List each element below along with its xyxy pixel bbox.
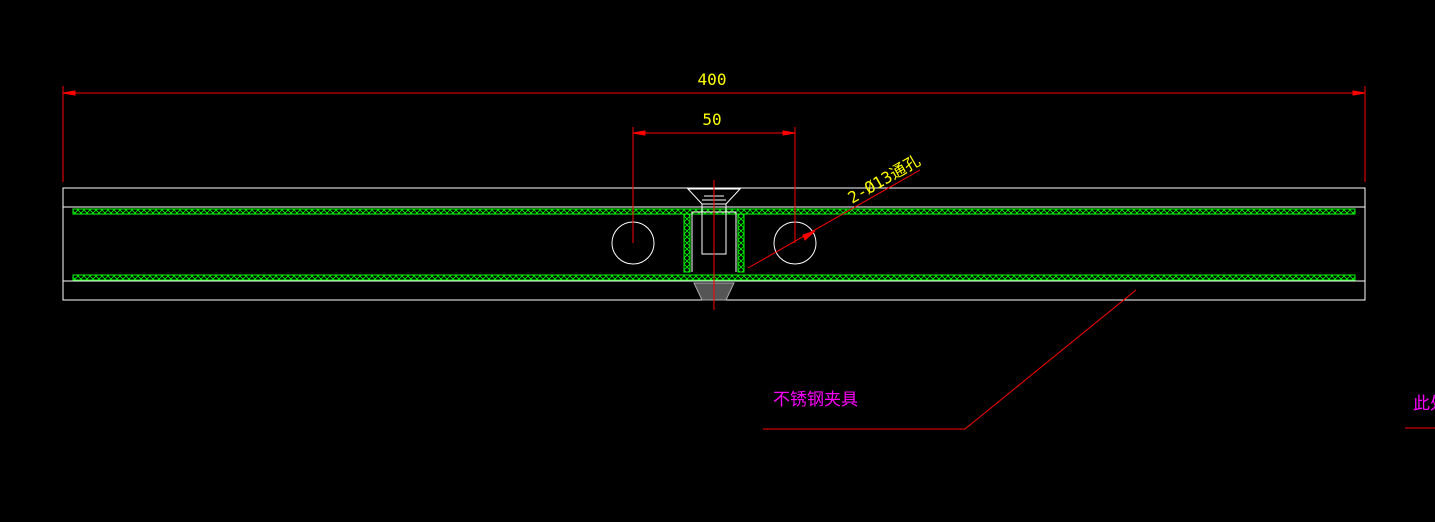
hole-callout-leader — [747, 169, 921, 269]
clamp-leader-diagonal — [964, 289, 1137, 430]
dim-400-arrow-left — [62, 90, 76, 96]
dimension-lines — [62, 86, 1435, 430]
clipped-label: 此处 — [1413, 394, 1435, 414]
hole-callout-arrow — [802, 230, 816, 241]
dim-400-arrow-right — [1352, 90, 1366, 96]
gasket-left-vertical — [683, 213, 691, 273]
dim-400-text: 400 — [698, 70, 727, 89]
bolt-head — [686, 188, 742, 205]
dim-50-arrow-left — [632, 130, 646, 136]
dim-50-text: 50 — [702, 110, 721, 129]
hole-callout-text: 2-Ø13通孔 — [845, 151, 924, 208]
dim-50-arrow-right — [782, 130, 796, 136]
clamp-label: 不锈钢夹具 — [773, 390, 858, 410]
gasket-right-vertical — [737, 213, 745, 273]
